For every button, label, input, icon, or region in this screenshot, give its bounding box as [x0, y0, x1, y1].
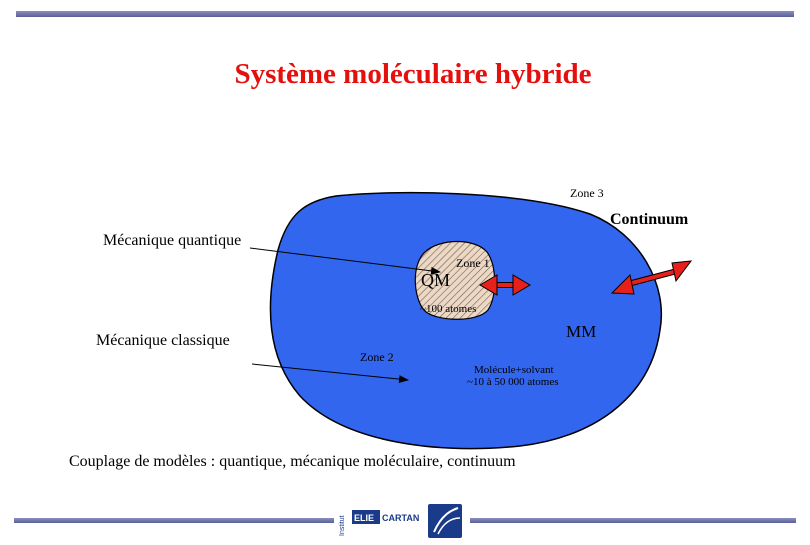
mm-label: MM — [566, 322, 597, 341]
logo-vertical-text: Institut — [339, 515, 346, 536]
qm-mm-coupling-arrow — [479, 274, 531, 296]
zone2-label: Zone 2 — [360, 350, 394, 364]
mm-pointer-arrow — [251, 363, 409, 384]
zone1-label: Zone 1 — [456, 256, 490, 270]
logo-text-left: ELIE — [354, 513, 374, 523]
logo-text-right: CARTAN — [382, 513, 419, 523]
qm-region — [414, 241, 496, 320]
footer-caption: Couplage de modèles : quantique, mécaniq… — [69, 453, 516, 470]
zone3-label: Zone 3 — [570, 186, 604, 200]
continuum-label: Continuum — [610, 211, 689, 228]
qm-atoms-label: ~100 atomes — [420, 303, 477, 315]
top-decorative-bar — [16, 11, 794, 17]
mm-method-label: Mécanique classique — [96, 332, 230, 349]
bottom-decorative-bar-right — [470, 518, 796, 523]
institut-elie-cartan-logo: Institut ELIE CARTAN — [338, 500, 466, 540]
qm-pointer-arrow — [249, 247, 441, 275]
mm-continuum-coupling-arrow — [610, 260, 693, 295]
qm-method-label: Mécanique quantique — [103, 232, 242, 249]
slide-title: Système moléculaire hybride — [234, 58, 592, 90]
mm-description-line2: ~10 à 50 000 atomes — [467, 376, 559, 388]
mm-description-line1: Molécule+solvant — [474, 364, 554, 376]
qm-label: QM — [421, 270, 451, 290]
bottom-decorative-bar-left — [14, 518, 334, 523]
mm-region — [269, 191, 662, 450]
